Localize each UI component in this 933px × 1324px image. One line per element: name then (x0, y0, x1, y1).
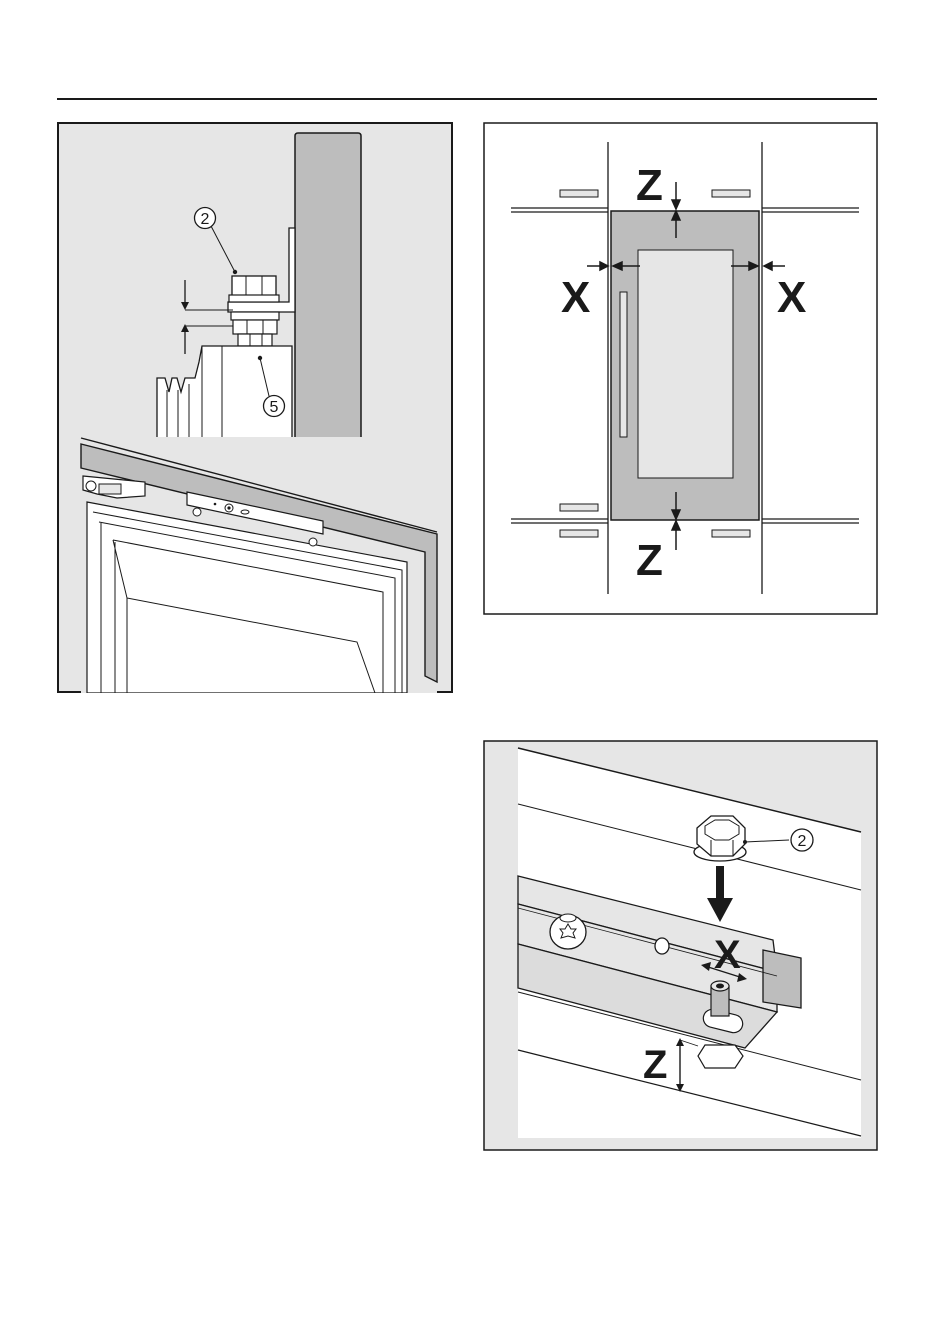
label-z-bottom: Z (636, 536, 663, 585)
figure-bracket-adjustment: 2 X Z (483, 740, 878, 1151)
figure-bracket-adjustment-drawing: 2 X Z (483, 740, 878, 1151)
upper-nut (229, 276, 279, 302)
svg-text:5: 5 (270, 399, 279, 416)
door-window (638, 250, 733, 478)
label-x-right: X (777, 273, 806, 322)
door-panel (295, 133, 361, 438)
lower-nut (231, 312, 279, 334)
label-z-top: Z (636, 161, 663, 210)
label-x: X (714, 933, 741, 977)
door-handle (620, 292, 627, 437)
figure-hinge-adjustment: 2 5 (57, 122, 453, 693)
label-z: Z (643, 1043, 667, 1087)
figure-hinge-adjustment-drawing: 2 5 (57, 122, 453, 693)
figure-door-gaps-drawing: Z Z X X (483, 122, 878, 615)
figure-door-gaps: Z Z X X (483, 122, 878, 615)
header-rule (57, 98, 877, 100)
torx-screw (550, 914, 586, 949)
svg-text:2: 2 (201, 211, 210, 228)
label-x-left: X (561, 273, 590, 322)
svg-text:2: 2 (798, 833, 807, 850)
bracket-hole (655, 938, 669, 954)
threaded-bolt (238, 334, 272, 346)
